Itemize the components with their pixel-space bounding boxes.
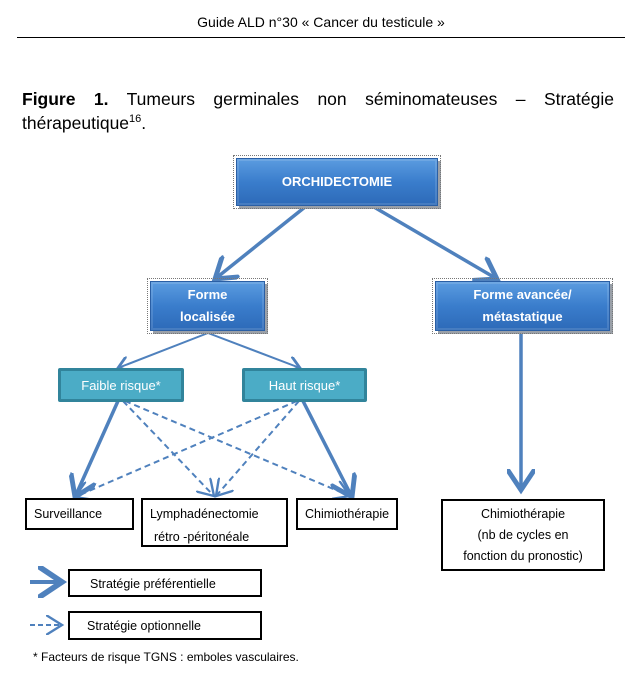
node-avancee-line1: Forme avancée/ — [473, 287, 572, 302]
node-chimio-label: Chimiothérapie — [305, 507, 390, 521]
node-orchidectomie: ORCHIDECTOMIE — [233, 155, 441, 209]
legend-optional-label: Stratégie optionnelle — [87, 619, 201, 633]
node-chimiotherapie-avancee: Chimiothérapie (nb de cycles en fonction… — [441, 499, 605, 571]
page-header: Guide ALD n°30 « Cancer du testicule » — [197, 14, 445, 30]
node-haut-label: Haut risque* — [268, 377, 341, 393]
node-avancee-line2: métastatique — [482, 309, 563, 324]
node-chimio2-line2: (nb de cycles en — [477, 528, 569, 542]
node-chimio2-line1: Chimiothérapie — [480, 507, 566, 521]
figure-label: Figure 1. — [22, 89, 109, 109]
node-chimio2-line3: fonction du pronostic) — [463, 549, 583, 563]
figure-caption: Figure 1. Tumeurs germinales non séminom… — [22, 89, 614, 133]
figure-title: Tumeurs germinales non séminomateuses – … — [22, 89, 614, 133]
node-forme-localisee: Forme localisée — [147, 278, 268, 334]
legend-optional-box: Stratégie optionnelle — [68, 611, 262, 640]
node-surveillance: Surveillance — [25, 498, 134, 530]
node-surveillance-label: Surveillance — [34, 507, 103, 521]
footnote: * Facteurs de risque TGNS : emboles vasc… — [33, 650, 299, 664]
dashed-haut-to-surveillance — [75, 400, 298, 497]
arrow-orchi-to-localisee — [215, 205, 307, 279]
node-faible-label: Faible risque* — [81, 377, 161, 393]
node-faible-risque: Faible risque* — [58, 368, 184, 402]
legend-preferential-label: Stratégie préférentielle — [90, 577, 216, 591]
node-localisee-line1: Forme — [187, 287, 228, 302]
arrow-orchi-to-avancee — [373, 205, 497, 279]
node-forme-avancee: Forme avancée/ métastatique — [432, 278, 613, 334]
node-orchidectomie-label: ORCHIDECTOMIE — [281, 174, 393, 189]
node-chimiotherapie: Chimiothérapie — [296, 498, 398, 530]
arrow-localisee-to-haut — [207, 332, 300, 368]
node-lymph-line2: rétro -péritonéale — [154, 530, 250, 544]
arrow-faible-to-surveillance — [75, 400, 120, 497]
arrow-localisee-to-faible — [118, 332, 209, 368]
arrow-haut-to-chimio — [301, 400, 352, 497]
header-rule — [17, 37, 625, 38]
figure-reference: 16 — [129, 113, 142, 125]
node-haut-risque: Haut risque* — [242, 368, 367, 402]
dashed-faible-to-chimio — [124, 400, 350, 496]
node-lymph-line1: Lymphadénectomie — [150, 507, 259, 521]
dashed-faible-to-lymph — [122, 400, 214, 496]
dashed-haut-to-lymph — [216, 400, 300, 496]
node-lymphadenectomie: Lymphadénectomie rétro -péritonéale — [141, 498, 288, 547]
node-localisee-line2: localisée — [180, 309, 235, 324]
legend-preferential-box: Stratégie préférentielle — [68, 569, 262, 597]
caption-end: . — [141, 112, 147, 133]
